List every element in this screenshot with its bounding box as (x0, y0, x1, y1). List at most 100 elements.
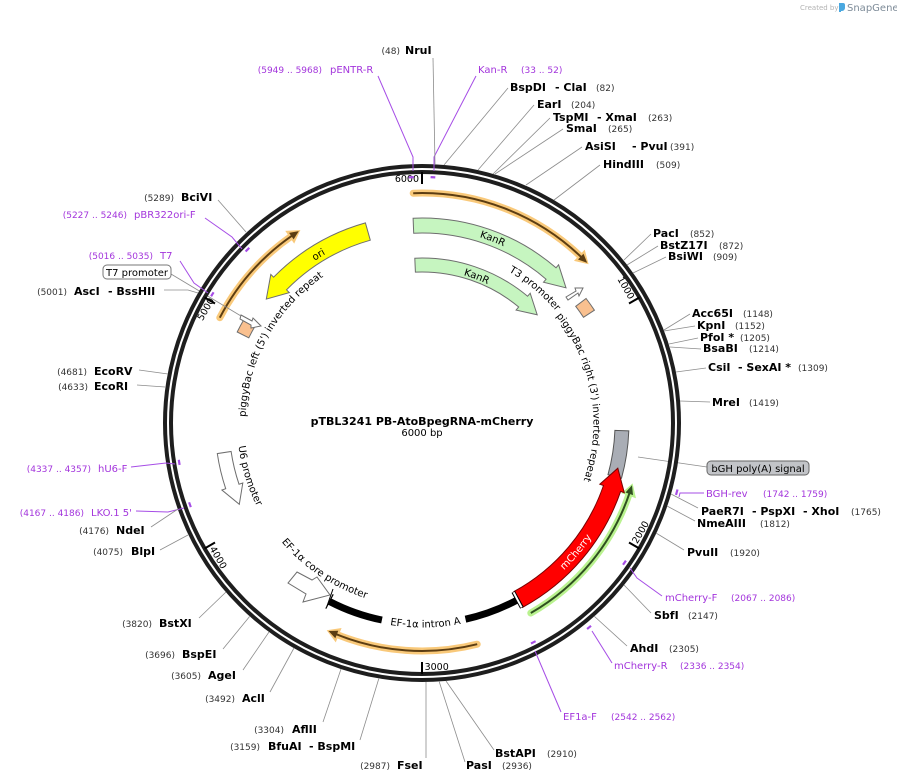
enzyme-name[interactable]: AgeI (208, 669, 236, 682)
enzyme-isoschizomer[interactable]: - BssHII (108, 285, 155, 298)
enzyme-name[interactable]: PvuII (687, 546, 718, 559)
enzyme-name[interactable]: AscI (74, 285, 100, 298)
enzyme-site[interactable]: BspDI - ClaI (82) (443, 81, 614, 166)
feature-kanr-1[interactable]: KanR (412, 217, 567, 289)
enzyme-name[interactable]: BsaBI (703, 342, 738, 355)
enzyme-name[interactable]: BspDI (510, 81, 546, 94)
enzyme-name[interactable]: BstZ17I (660, 239, 708, 252)
feature-bgh-polya[interactable]: bGH poly(A) signal (607, 429, 810, 479)
enzyme-name[interactable]: EcoRI (94, 380, 128, 393)
enzyme-isoschizomer[interactable]: - XhoI (803, 505, 839, 518)
enzyme-site[interactable]: (3492) AclI (205, 647, 295, 705)
enzyme-site[interactable]: (5001) AscI - BssHII (37, 285, 199, 298)
enzyme-site[interactable]: (3820) BstXI (122, 591, 227, 630)
enzyme-site[interactable]: NmeAIII (1812) (666, 505, 790, 530)
kanr-arrow[interactable] (414, 257, 538, 316)
primer-name[interactable]: hU6-F (98, 464, 128, 475)
ef1a-core-promoter-arrow[interactable] (287, 571, 331, 603)
t7-promoter-arrow[interactable] (239, 314, 263, 329)
enzyme-name[interactable]: EarI (537, 98, 561, 111)
enzyme-isoschizomer[interactable]: - BspMI (309, 740, 355, 753)
enzyme-isoschizomer[interactable]: - XmaI (597, 111, 637, 124)
enzyme-name[interactable]: NdeI (116, 524, 145, 537)
enzyme-site[interactable]: PfoI * (1205) (668, 331, 770, 345)
enzyme-isoschizomer[interactable]: - PspXI (752, 505, 795, 518)
enzyme-name[interactable]: FseI (397, 759, 423, 772)
orf-arrow-bottom[interactable] (326, 628, 481, 655)
feature-u6-promoter[interactable]: U6 promoter (216, 445, 265, 509)
primer-name[interactable]: mCherry-R (614, 661, 668, 672)
enzyme-name[interactable]: BfuAI (268, 740, 302, 753)
enzyme-isoschizomer[interactable]: - ClaI (555, 81, 587, 94)
enzyme-site[interactable]: AsiSI - PvuI (391) (525, 140, 694, 186)
t7-promoter-label-box[interactable] (102, 264, 172, 280)
primer-site[interactable]: EF1a-F (2542 .. 2562) (530, 640, 675, 723)
enzyme-site[interactable]: Acc65I (1148) (663, 307, 773, 331)
enzyme-isoschizomer[interactable]: - SexAI * (738, 361, 791, 374)
primer-name[interactable]: Kan-R (478, 65, 507, 76)
enzyme-site[interactable]: PasI (2936) (438, 680, 532, 772)
enzyme-site[interactable]: BsaBI (1214) (669, 342, 779, 355)
enzyme-site[interactable]: BstZ17I (872) (626, 239, 743, 266)
enzyme-site[interactable]: EarI (204) (477, 98, 595, 171)
primer-site[interactable]: (4337 .. 4357) hU6-F (27, 459, 181, 475)
enzyme-name[interactable]: NmeAIII (697, 517, 746, 530)
enzyme-name[interactable]: NruI (405, 44, 432, 57)
mcherry-arrow[interactable] (513, 467, 626, 609)
primer-site[interactable]: (5227 .. 5246) pBR322ori-F (63, 210, 251, 253)
u6-promoter-arrow[interactable] (216, 450, 244, 506)
enzyme-site[interactable]: MreI (1419) (679, 396, 779, 409)
enzyme-site[interactable]: PvuII (1920) (655, 532, 760, 559)
enzyme-site[interactable]: BstAPI (2910) (445, 680, 577, 760)
enzyme-site[interactable]: AhdI (2305) (593, 615, 699, 655)
enzyme-name[interactable]: HindIII (603, 158, 644, 171)
ori-arrow[interactable] (265, 222, 371, 300)
enzyme-name[interactable]: KpnI (697, 319, 725, 332)
enzyme-site[interactable]: (5289) BciVI (144, 191, 247, 233)
enzyme-site[interactable]: PacI (852) (623, 227, 714, 261)
enzyme-name[interactable]: BlpI (131, 545, 155, 558)
enzyme-name[interactable]: SbfI (654, 609, 679, 622)
feature-ef1a-core-promoter[interactable]: EF-1α core promoter (279, 537, 370, 607)
primer-site[interactable]: mCherry-R (2336 .. 2354) (586, 624, 744, 672)
enzyme-name[interactable]: CsiI (708, 361, 730, 374)
enzyme-site[interactable]: SmaI (265) (494, 122, 632, 175)
primer-name[interactable]: pENTR-R (330, 65, 373, 76)
primer-site[interactable]: (4167 .. 4186) LKO.1 5' (20, 501, 192, 519)
kanr-arrow[interactable] (412, 217, 567, 289)
ef1a-intron-arc[interactable] (328, 598, 383, 624)
primer-name[interactable]: BGH-rev (706, 489, 748, 500)
enzyme-site[interactable]: (4176) NdeI (79, 508, 179, 537)
orf-arrow-green[interactable] (527, 483, 636, 617)
enzyme-name[interactable]: MreI (712, 396, 740, 409)
enzyme-name[interactable]: TspMI (553, 111, 589, 124)
enzyme-name[interactable]: PasI (466, 759, 492, 772)
primer-site[interactable]: (5016 .. 5035) T7 (89, 251, 215, 297)
enzyme-site[interactable]: (4075) BlpI (93, 534, 189, 558)
enzyme-name[interactable]: AhdI (630, 642, 658, 655)
feature-ef1a-intron[interactable]: EF-1α intron A (325, 594, 521, 631)
enzyme-site[interactable]: CsiI - SexAI * (1309) (675, 361, 828, 374)
enzyme-name[interactable]: PaeR7I (701, 505, 744, 518)
primer-name[interactable]: LKO.1 5' (91, 508, 132, 519)
orf-arrow-top[interactable] (409, 189, 589, 265)
enzyme-site[interactable]: (3159) BfuAI - BspMI (230, 677, 380, 753)
feature-kanr-2[interactable]: KanR (414, 257, 538, 316)
feature-ori[interactable]: ori (265, 222, 371, 300)
primer-site[interactable]: (5949 .. 5968) pENTR-R (258, 65, 414, 179)
enzyme-name[interactable]: BciVI (181, 191, 212, 204)
enzyme-name[interactable]: AflII (292, 723, 317, 736)
enzyme-site[interactable]: (2987) FseI (360, 682, 427, 772)
primer-name[interactable]: mCherry-F (665, 593, 718, 604)
enzyme-name[interactable]: PfoI * (700, 331, 734, 344)
primer-site[interactable]: mCherry-F (2067 .. 2086) (622, 559, 795, 604)
primer-name[interactable]: pBR322ori-F (134, 210, 196, 221)
primer-site[interactable]: Kan-R (33 .. 52) (430, 65, 563, 179)
enzyme-name[interactable]: PacI (653, 227, 679, 240)
piggybac-right-block[interactable] (574, 297, 596, 318)
enzyme-site[interactable]: (48) NruI (382, 44, 436, 165)
enzyme-site[interactable]: HindIII (509) (553, 158, 680, 201)
enzyme-site[interactable]: (3696) BspEI (145, 615, 251, 661)
orf-arrow-left[interactable] (216, 230, 301, 322)
enzyme-name[interactable]: SmaI (566, 122, 597, 135)
